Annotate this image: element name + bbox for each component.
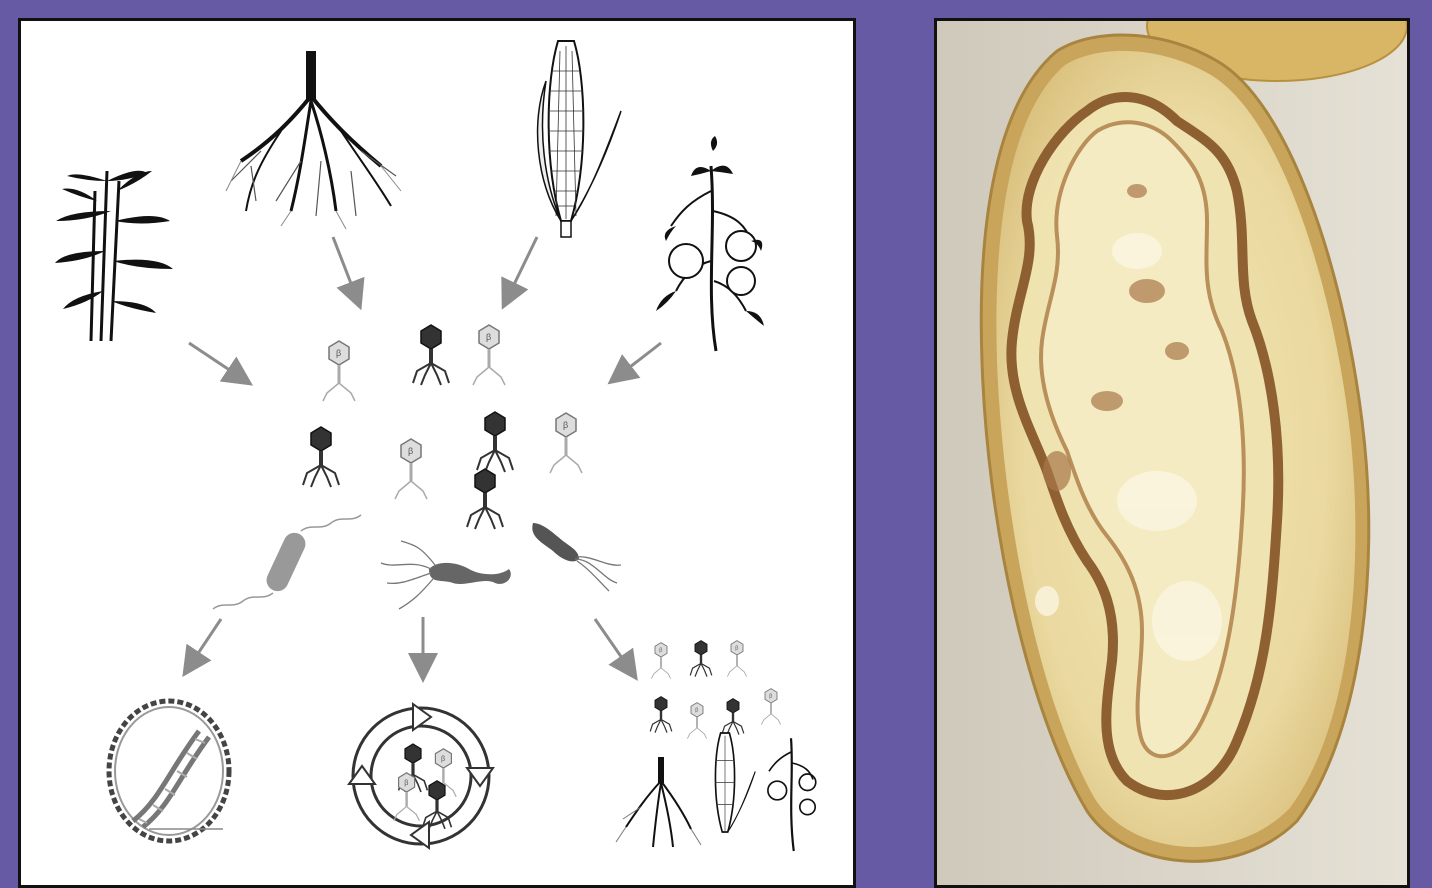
outcome-arrows bbox=[189, 617, 631, 671]
bacteriophage-icon bbox=[303, 427, 339, 487]
diagram-panel: β bbox=[18, 18, 856, 888]
bacteriophage-icon bbox=[395, 439, 427, 499]
arrow-corn bbox=[507, 237, 537, 299]
bacteriophage-icon bbox=[473, 325, 505, 385]
arrow-to-dna bbox=[189, 619, 221, 667]
photo-panel bbox=[934, 18, 1410, 888]
bacteriophage-icon bbox=[323, 341, 355, 401]
bacteriophage-icon bbox=[413, 325, 449, 385]
bacteriophage-icon bbox=[477, 412, 513, 472]
corn-cob-icon bbox=[538, 41, 621, 237]
root-system-icon bbox=[226, 51, 401, 229]
arrow-bamboo bbox=[189, 343, 243, 379]
potato-photo bbox=[937, 21, 1407, 885]
bacteriophage-icon bbox=[550, 413, 582, 473]
phage-treated-crops-icon bbox=[616, 641, 816, 851]
arrow-to-crops bbox=[595, 619, 631, 671]
arrow-roots bbox=[333, 237, 357, 299]
bacteriophage-icon bbox=[467, 469, 503, 529]
bacteriophage-cluster bbox=[303, 325, 582, 529]
tomato-plant-icon bbox=[656, 136, 764, 351]
arrow-tomato bbox=[617, 343, 661, 377]
diagram-svg: β bbox=[21, 21, 853, 885]
bamboo-plant-icon bbox=[55, 171, 173, 341]
source-arrows bbox=[189, 237, 661, 379]
bacterium-icon bbox=[532, 523, 621, 591]
phage-cycle-icon bbox=[349, 704, 493, 848]
bacterium-icon bbox=[213, 515, 361, 609]
dna-helix-icon bbox=[109, 701, 229, 841]
bacterium-icon bbox=[381, 541, 511, 609]
